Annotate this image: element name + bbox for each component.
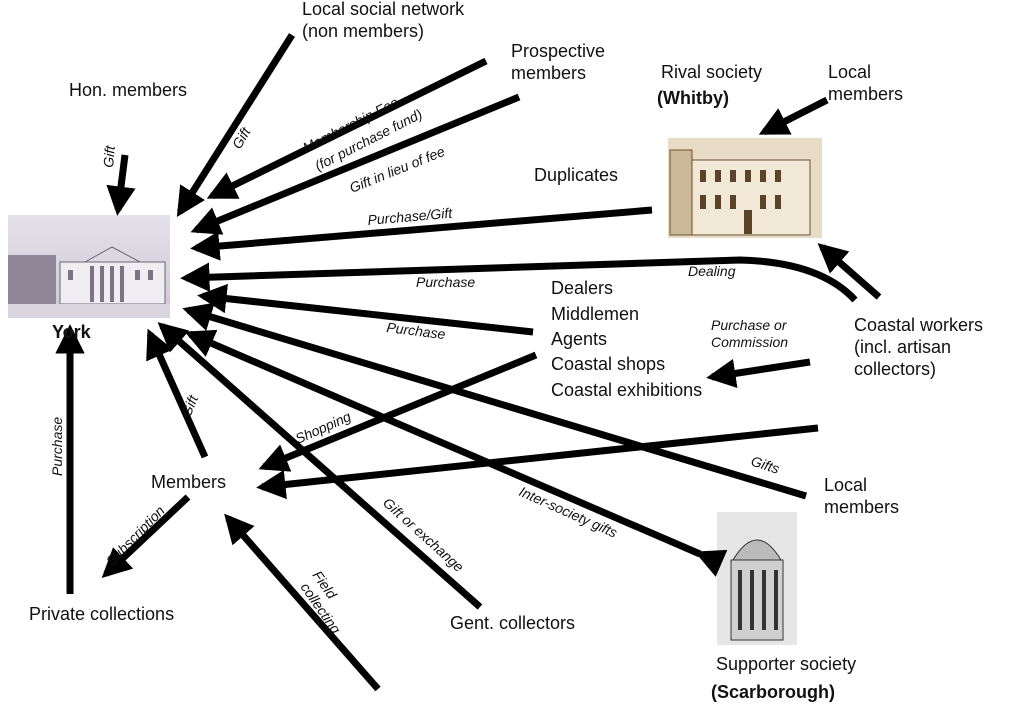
node-prospective: Prospective: [511, 41, 605, 61]
flow-arrows: [55, 33, 882, 692]
label-purchase-or: Purchase or: [711, 317, 788, 333]
node-non-members: (non members): [302, 21, 424, 41]
label-private-purchase: Purchase: [49, 417, 65, 476]
node-york: York: [52, 322, 92, 342]
arrow-social-network-gift: [176, 33, 295, 217]
node-dealers: Dealers: [551, 278, 613, 298]
arrow-gift-in-lieu: [190, 93, 521, 235]
node-local-bottom: Local: [824, 475, 867, 495]
node-gent-collectors: Gent. collectors: [450, 613, 575, 633]
arrow-gift-or-exchange: [157, 322, 483, 610]
label-gifts: Gifts: [749, 453, 781, 477]
node-middlemen: Middlemen: [551, 304, 639, 324]
node-agents: Agents: [551, 329, 607, 349]
node-coastal-shops: Coastal shops: [551, 354, 665, 374]
arrow-members-gift: [146, 328, 209, 459]
node-local-members-top: members: [828, 84, 903, 104]
arrow-subscription: [101, 494, 191, 579]
node-rival-society: Rival society: [661, 62, 762, 82]
label-hon-gift: Gift: [100, 144, 118, 168]
node-whitby: (Whitby): [657, 88, 729, 108]
arrow-field-collecting: [224, 513, 381, 692]
arrow-purchase-commission: [706, 358, 811, 388]
label-commission: Commission: [711, 334, 788, 350]
node-collectors: collectors): [854, 359, 936, 379]
arrow-inter-society-gifts: [184, 329, 728, 577]
node-incl-artisan: (incl. artisan: [854, 337, 951, 357]
node-supporter-society: Supporter society: [716, 654, 856, 674]
node-local-top: Local: [828, 62, 871, 82]
node-prospective-members: members: [511, 63, 586, 83]
arrow-duplicates-purchase-gift: [190, 206, 653, 261]
arrow-local-members-whitby: [758, 96, 829, 136]
label-purchase-dealers: Purchase: [386, 319, 447, 342]
arrow-membership-fee: [206, 57, 488, 200]
node-labels: York Hon. members Local social network (…: [29, 0, 983, 702]
arrow-dealing-coastal-purchase: [180, 256, 858, 303]
node-hon-members: Hon. members: [69, 80, 187, 100]
node-members: Members: [151, 472, 226, 492]
scarborough-rotunda-image: [717, 512, 797, 645]
label-purchase-gift: Purchase/Gift: [367, 205, 454, 228]
node-scarborough: (Scarborough): [711, 682, 835, 702]
arrow-dealers-purchase: [197, 283, 534, 336]
node-coastal-workers: Coastal workers: [854, 315, 983, 335]
arrow-hon-members-gift: [106, 154, 136, 216]
label-subscription: Subscription: [103, 502, 168, 569]
node-local-members-bottom: members: [824, 497, 899, 517]
label-members-gift: Gift: [178, 392, 201, 419]
label-purchase-coastal: Purchase: [416, 274, 475, 290]
node-duplicates: Duplicates: [534, 165, 618, 185]
arrow-coastal-workers-whitby: [817, 243, 882, 300]
whitby-society-image: [668, 138, 822, 238]
node-private-collections: Private collections: [29, 604, 174, 624]
node-coastal-exhibitions: Coastal exhibitions: [551, 380, 702, 400]
node-local-social-network: Local social network: [302, 0, 465, 19]
label-dealing: Dealing: [688, 263, 736, 279]
york-museum-image: [8, 215, 170, 318]
